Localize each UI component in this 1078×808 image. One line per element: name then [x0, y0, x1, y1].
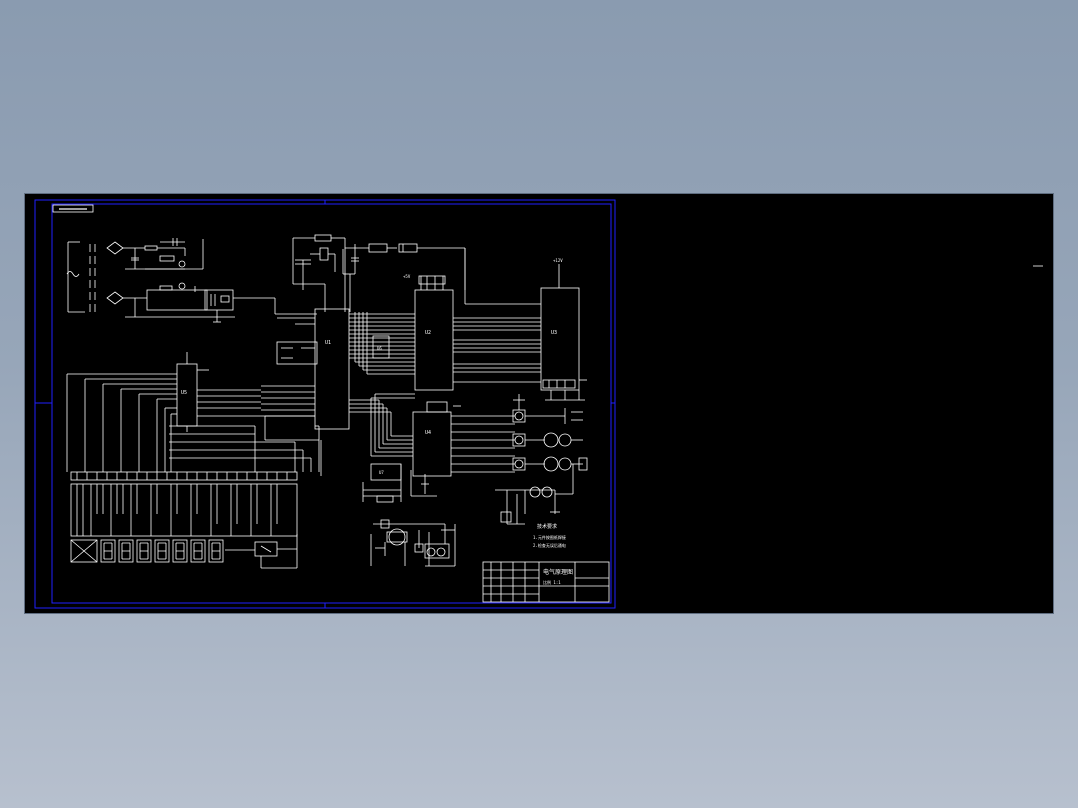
rectifier-upper — [106, 238, 204, 270]
drawing-number-box — [52, 204, 94, 213]
mcu-u1 — [314, 308, 350, 430]
top-bus — [345, 243, 466, 290]
driver-chip-area — [362, 463, 437, 503]
chip-u5-pins — [186, 352, 261, 432]
chip-u2 — [414, 289, 454, 391]
chip-u4 — [412, 411, 452, 477]
label-u6: U6 — [377, 346, 382, 351]
seven-segment-row — [70, 539, 224, 563]
title-block — [482, 561, 610, 603]
latch-chip — [372, 335, 390, 359]
chip-u4-pins — [349, 393, 515, 473]
transistor-circuit — [370, 519, 456, 567]
oscillator-section — [292, 234, 359, 312]
note-2: 2.检查无误后通电 — [533, 542, 566, 548]
mcu-u1-pins — [261, 317, 315, 417]
label-u4: U4 — [425, 430, 431, 436]
relay-circuit — [495, 464, 574, 525]
title-block-name: 电气原理图 — [543, 568, 573, 576]
transformer-symbol — [66, 241, 96, 313]
label-12v: +12V — [553, 258, 563, 263]
label-vcc: +5V — [403, 274, 411, 279]
label-u7: U7 — [379, 470, 384, 475]
cad-viewport[interactable]: U1 U2 U3 U4 U5 U6 U7 +5V +12V 技术要求 1.元件按… — [25, 194, 1053, 613]
chip-u2-top-pins — [418, 275, 446, 290]
schematic-drawing: U1 U2 U3 U4 U5 U6 U7 +5V +12V 技术要求 1.元件按… — [34, 199, 1043, 609]
notes-title: 技术要求 — [537, 523, 557, 530]
schematic-wiring — [66, 234, 1043, 603]
label-u1: U1 — [325, 340, 331, 346]
display-connector — [70, 471, 298, 481]
data-bus-u1-u2 — [349, 312, 415, 375]
note-1: 1.元件按图纸焊接 — [533, 534, 566, 540]
buzzer-block — [225, 534, 298, 569]
schematic-labels: U1 U2 U3 U4 U5 U6 U7 +5V +12V 技术要求 1.元件按… — [181, 258, 573, 585]
rectifier-lower — [106, 282, 317, 323]
label-u5: U5 — [181, 390, 187, 396]
label-u2: U2 — [425, 330, 431, 336]
display-wiring — [66, 373, 322, 476]
button-block — [276, 341, 318, 365]
data-bus-u2-u3 — [453, 248, 541, 383]
chip-u3-pins — [542, 264, 587, 401]
label-u3: U3 — [551, 330, 557, 336]
motor-drivers — [512, 394, 588, 472]
inner-frame — [51, 203, 612, 604]
display-segments — [70, 483, 298, 537]
chip-u3 — [540, 287, 580, 391]
title-block-scale: 比例 1:1 — [543, 579, 561, 585]
